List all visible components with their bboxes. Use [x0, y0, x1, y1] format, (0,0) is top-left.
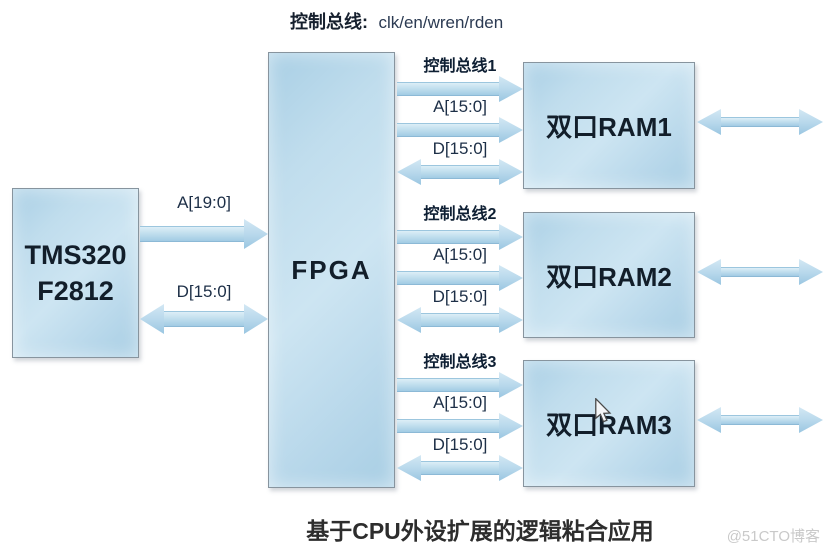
- fpga-block: FPGA: [268, 52, 395, 488]
- ram1-data-bus-arrow: [397, 159, 523, 185]
- watermark: @51CTO博客: [726, 528, 820, 545]
- bus-group-ram1: 控制总线1 A[15:0] D[15:0]: [397, 52, 523, 185]
- ram3-block: 双口RAM3: [523, 360, 695, 487]
- ram3-address-bus-arrow: [397, 413, 523, 439]
- ram1-data-bus-label: D[15:0]: [432, 139, 488, 158]
- ram2-data-bus-arrow: [397, 307, 523, 333]
- cpu-data-bus-arrow: [140, 304, 268, 334]
- control-bus-legend: 控制总线: clk/en/wren/rden: [290, 8, 503, 34]
- ram2-external-port-arrow: [697, 259, 823, 285]
- ram1-address-bus-label: A[15:0]: [433, 97, 487, 116]
- cpu-block-label: TMS320 F2812: [24, 239, 127, 306]
- ram2-address-bus-label: A[15:0]: [433, 245, 487, 264]
- control-bus2-arrow: [397, 224, 523, 250]
- fpga-block-label: FPGA: [291, 254, 372, 285]
- control-bus3-label: 控制总线3: [423, 354, 497, 371]
- ram1-block-label: 双口RAM1: [546, 112, 672, 142]
- ram2-block-label: 双口RAM2: [546, 261, 672, 292]
- cpu-block: TMS320 F2812: [12, 188, 139, 358]
- ram3-address-bus-label: A[15:0]: [433, 393, 487, 412]
- ram1-external-port-arrow: [697, 109, 823, 135]
- control-bus1-label: 控制总线1: [423, 58, 497, 75]
- ram1-address-bus-arrow: [397, 117, 523, 143]
- diagram-caption: 基于CPU外设扩展的逻辑粘合应用: [306, 518, 654, 544]
- ram2-block: 双口RAM2: [523, 212, 695, 338]
- ram2-data-bus-label: D[15:0]: [432, 287, 488, 306]
- ram3-data-bus-label: D[15:0]: [432, 435, 488, 454]
- cpu-data-bus-label: D[15:0]: [176, 282, 232, 301]
- ram1-block: 双口RAM1: [523, 62, 695, 189]
- control-bus-legend-title: 控制总线:: [290, 12, 368, 32]
- control-bus1-arrow: [397, 76, 523, 102]
- control-bus3-arrow: [397, 372, 523, 398]
- ram3-data-bus-arrow: [397, 455, 523, 481]
- bus-group-ram2: 控制总线2 A[15:0] D[15:0]: [397, 200, 523, 333]
- control-bus-legend-signals: clk/en/wren/rden: [378, 13, 504, 32]
- ram3-external-port-arrow: [697, 407, 823, 433]
- cpu-address-bus-arrow: [140, 219, 268, 249]
- control-bus2-label: 控制总线2: [423, 206, 497, 223]
- mouse-cursor-icon: [594, 397, 612, 429]
- ram3-block-label: 双口RAM3: [546, 410, 672, 440]
- cpu-address-bus-label: A[19:0]: [177, 193, 231, 212]
- bus-group-ram3: 控制总线3 A[15:0] D[15:0]: [397, 348, 523, 481]
- ram2-address-bus-arrow: [397, 265, 523, 291]
